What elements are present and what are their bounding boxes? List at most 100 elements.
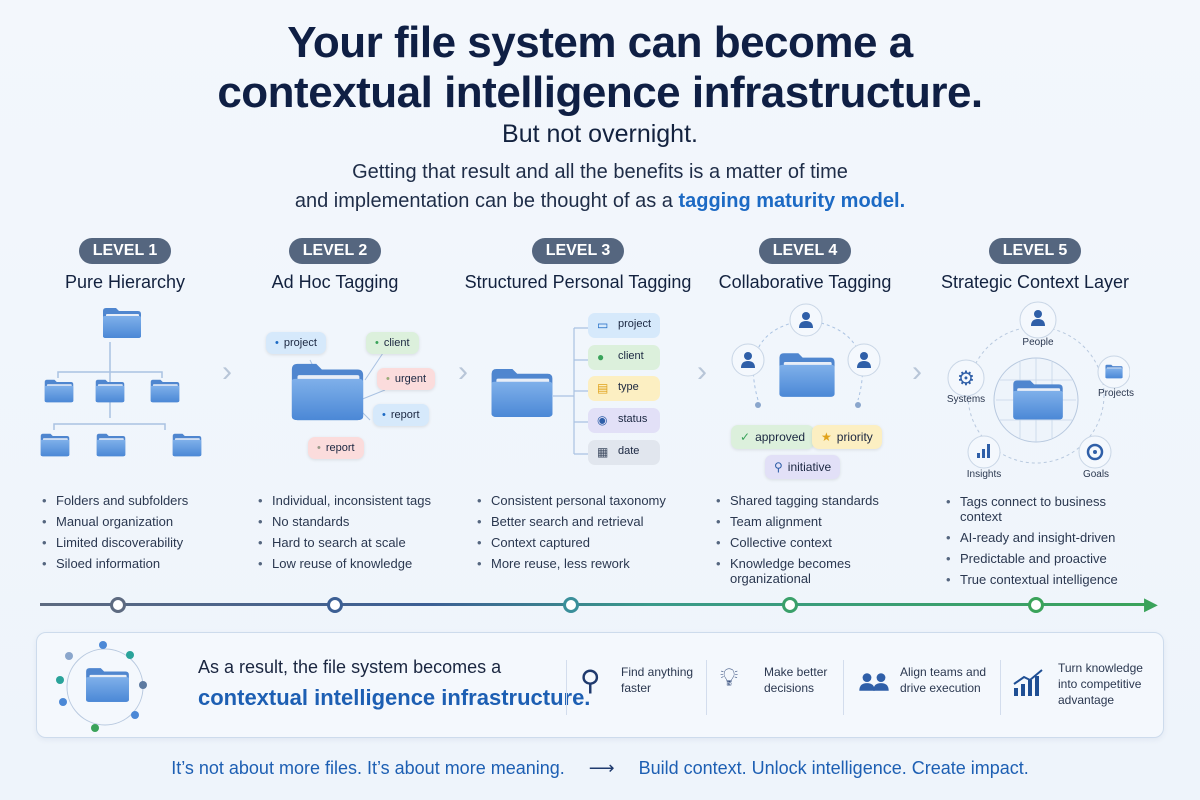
benefit-text: drive execution xyxy=(900,681,981,695)
level-badge: LEVEL 4 xyxy=(758,238,852,264)
check-icon: ✓ xyxy=(740,430,751,444)
timeline-node-3 xyxy=(563,597,579,613)
desc-line-1: Getting that result and all the benefits… xyxy=(352,161,848,183)
level-1-header: LEVEL 1 Pure Hierarchy xyxy=(10,238,240,293)
arrow-right-icon: ⟶ xyxy=(588,758,615,778)
subtitle: But not overnight. xyxy=(502,120,698,148)
desc-highlight: tagging maturity model. xyxy=(678,190,906,212)
lightbulb-icon: 💡︎ xyxy=(720,662,739,692)
level-name: Collaborative Tagging xyxy=(718,272,892,292)
bullet: Folders and subfolders xyxy=(42,493,252,508)
result-panel xyxy=(36,632,1164,738)
tag-initiative: ⚲ initiative xyxy=(765,455,841,479)
node-people: People xyxy=(1022,337,1054,348)
chevron-right-icon: › xyxy=(222,355,232,388)
timeline-node-4 xyxy=(782,597,798,613)
level-3-header: LEVEL 3 Structured Personal Tagging xyxy=(448,238,708,293)
tag-label: client xyxy=(618,350,644,362)
star-icon: ★ xyxy=(821,430,832,444)
bullet: Tags connect to business context xyxy=(946,494,1136,524)
calendar-icon: ▦ xyxy=(597,445,609,459)
benefit-text: Align teams and xyxy=(900,665,987,679)
bullet: Better search and retrieval xyxy=(477,514,687,529)
tag-label: project xyxy=(283,337,317,349)
bullet: Collective context xyxy=(716,535,896,550)
folder-icon xyxy=(291,349,386,421)
bullet: Hard to search at scale xyxy=(258,535,468,550)
tag-approved: ✓approved xyxy=(731,425,815,449)
level-2-bullets: Individual, inconsistent tagsNo standard… xyxy=(258,493,468,577)
bullet: True contextual intelligence xyxy=(946,572,1136,587)
folder-icon xyxy=(491,327,590,455)
benefit-align: Align teams and drive execution xyxy=(900,664,986,696)
benefit-text: Make better xyxy=(764,665,828,679)
pin-icon: ⚲ xyxy=(774,460,783,474)
level-name: Structured Personal Tagging xyxy=(464,272,692,292)
tag-label: type xyxy=(618,381,639,393)
tag-status: ◉ status xyxy=(588,408,660,433)
tagline-right: Build context. Unlock intelligence. Crea… xyxy=(638,758,1029,778)
level-name: Pure Hierarchy xyxy=(64,272,186,292)
divider xyxy=(706,660,707,715)
level-name: Ad Hoc Tagging xyxy=(271,272,399,292)
level-badge: LEVEL 1 xyxy=(78,238,172,264)
divider xyxy=(566,660,567,715)
level-5-bullets: Tags connect to business contextAI-ready… xyxy=(946,494,1136,593)
level-name: Strategic Context Layer xyxy=(940,272,1130,292)
tagline-left: It’s not about more files. It’s about mo… xyxy=(171,758,565,778)
benefit-find: Find anything faster xyxy=(621,664,693,696)
folder-outline-icon: ▭ xyxy=(597,318,609,332)
level-badge: LEVEL 5 xyxy=(988,238,1082,264)
benefit-text: Find anything xyxy=(621,665,694,679)
node-goals: Goals xyxy=(1082,469,1110,480)
benefit-text: advantage xyxy=(1058,693,1115,707)
bullet: Shared tagging standards xyxy=(716,493,896,508)
benefit-text: into competitive xyxy=(1058,677,1142,691)
tag-client: ●client xyxy=(588,345,660,370)
node-insights: Insights xyxy=(966,469,1002,480)
divider xyxy=(843,660,844,715)
result-line-2: contextual intelligence infrastructure. xyxy=(198,685,591,710)
footer-tagline: It’s not about more files. It’s about mo… xyxy=(0,758,1200,779)
status-circle-icon: ◉ xyxy=(597,413,608,427)
level-4-header: LEVEL 4 Collaborative Tagging xyxy=(690,238,920,293)
tag-priority: ★ priority xyxy=(812,425,882,449)
chevron-right-icon: › xyxy=(697,355,707,388)
tag-label: initiative xyxy=(787,460,832,474)
tag-label: report xyxy=(325,442,355,454)
tag-report-duplicate: •report xyxy=(308,437,364,459)
tag-date: ▦date xyxy=(588,440,660,465)
timeline-node-5 xyxy=(1028,597,1044,613)
bullet: Siloed information xyxy=(42,556,252,571)
bullet: No standards xyxy=(258,514,468,529)
strategic-context-diagram: ⚙ xyxy=(947,301,1130,469)
bullet: Knowledge becomes organizational xyxy=(716,556,896,586)
bullet: AI-ready and insight-driven xyxy=(946,530,1136,545)
level-badge: LEVEL 3 xyxy=(531,238,625,264)
folder-hierarchy-diagram xyxy=(40,308,202,457)
timeline-line xyxy=(40,603,1148,606)
result-line-1: As a result, the file system becomes a xyxy=(198,657,502,677)
desc-line-2: and implementation can be thought of as … xyxy=(0,187,1200,216)
level-1-bullets: Folders and subfoldersManual organizatio… xyxy=(42,493,252,577)
tag-label: status xyxy=(618,413,648,425)
tag-urgent: •urgent xyxy=(377,368,436,390)
benefit-text: faster xyxy=(621,681,652,695)
level-3-bullets: Consistent personal taxonomyBetter searc… xyxy=(477,493,687,577)
bullet: Consistent personal taxonomy xyxy=(477,493,687,508)
growth-chart-icon xyxy=(1013,669,1043,696)
tag-label: priority xyxy=(836,430,873,444)
description: Getting that result and all the benefits… xyxy=(0,158,1200,216)
node-projects: Projects xyxy=(1097,388,1135,399)
level-4-bullets: Shared tagging standardsTeam alignmentCo… xyxy=(716,493,896,592)
chevron-right-icon: › xyxy=(912,355,922,388)
bullet: More reuse, less rework xyxy=(477,556,687,571)
tag-label: urgent xyxy=(394,373,427,385)
bullet: Limited discoverability xyxy=(42,535,252,550)
search-icon: ⚲ xyxy=(580,665,601,696)
network-folder-icon xyxy=(56,641,147,732)
